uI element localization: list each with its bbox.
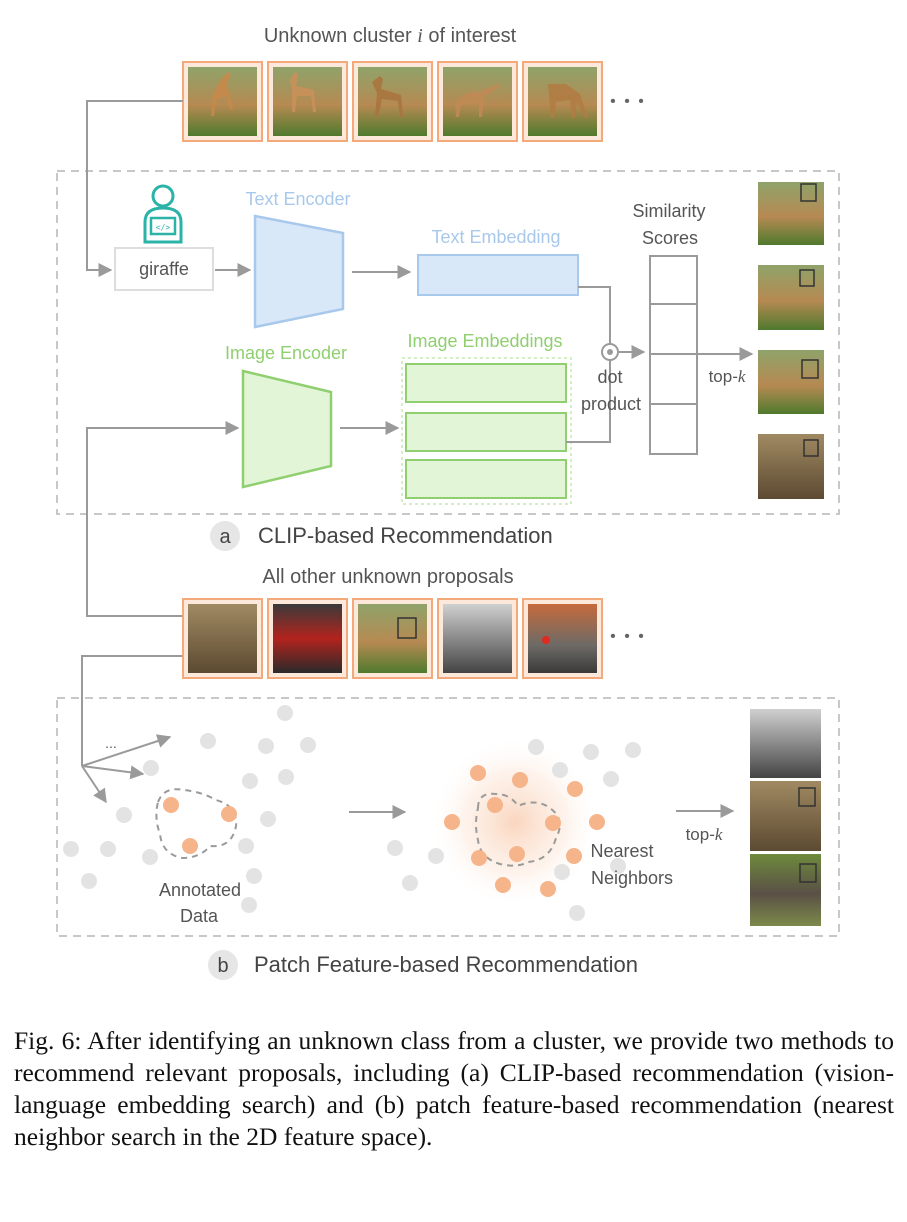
- results-b-thumbnails: [750, 709, 821, 926]
- cluster-title: Unknown cluster i of interest: [264, 25, 517, 47]
- neighbors-label: Neighbors: [591, 868, 673, 888]
- proposal-thumb: [352, 598, 433, 679]
- text-embedding-to-dot-line: [578, 286, 611, 343]
- similarity-label: Similarity: [632, 201, 705, 221]
- result-thumb: [758, 182, 824, 245]
- topk-a-label: top-k: [709, 367, 746, 386]
- product-label: product: [581, 394, 641, 414]
- proposal-thumb: [267, 598, 348, 679]
- text-encoder-trapezoid: [253, 214, 345, 329]
- dot-label: dot: [597, 367, 622, 387]
- proposal-thumbnails: [182, 598, 603, 679]
- text-embedding-box: [417, 254, 579, 296]
- section-b-title: Patch Feature-based Recommendation: [254, 952, 638, 977]
- similarity-scores-column: [649, 255, 698, 455]
- text-encoder-label: Text Encoder: [245, 189, 350, 209]
- neighbor-boundary: [475, 792, 561, 867]
- image-embeddings-group: [401, 357, 572, 505]
- cluster-more-ellipsis: • • •: [610, 93, 646, 110]
- image-embedding-row: [405, 363, 567, 403]
- annotated-point: [182, 838, 198, 854]
- proposal-thumb: [437, 598, 518, 679]
- cluster-thumbnails: [182, 61, 603, 142]
- section-a-title: CLIP-based Recommendation: [258, 523, 553, 548]
- user-coder-icon: </>: [143, 184, 183, 244]
- cluster-thumb: [522, 61, 603, 142]
- image-embedding-row: [405, 459, 567, 499]
- result-thumb: [750, 709, 821, 778]
- cluster-thumb: [352, 61, 433, 142]
- recommendation-diagram: Unknown cluster i of interest • •: [56, 25, 840, 980]
- figure-caption: Fig. 6: After identifying an unknown cla…: [14, 1026, 894, 1151]
- proposals-to-image-encoder-arrow: [86, 421, 240, 617]
- result-thumb: [758, 434, 824, 499]
- annotated-point: [163, 797, 179, 813]
- cluster-to-query-arrow: [86, 100, 183, 277]
- image-embeddings-label: Image Embeddings: [407, 331, 562, 351]
- scores-label: Scores: [642, 228, 698, 248]
- cluster-thumb: [267, 61, 348, 142]
- section-a-badge: [210, 521, 240, 551]
- proposals-to-feature-space-line: [81, 655, 183, 766]
- result-thumb: [758, 265, 824, 330]
- feature-space-left: [63, 705, 316, 913]
- cluster-thumb: [437, 61, 518, 142]
- text-embedding-label: Text Embedding: [431, 227, 560, 247]
- image-encoder-label: Image Encoder: [225, 343, 347, 363]
- neighbor-glow: [429, 736, 601, 908]
- section-a-frame: [56, 170, 840, 515]
- dot-product-icon: [601, 343, 619, 361]
- section-a-letter: a: [219, 526, 231, 548]
- image-encoder-trapezoid: [241, 369, 333, 489]
- cluster-thumb: [182, 61, 263, 142]
- result-thumb: [758, 350, 824, 414]
- nearest-label: Nearest: [590, 841, 653, 861]
- proposal-thumb: [522, 598, 603, 679]
- projection-arrows: [81, 734, 172, 804]
- result-thumb: [750, 854, 821, 926]
- image-embeddings-to-dot-line: [566, 361, 611, 443]
- proposals-more-ellipsis: • • •: [610, 628, 646, 645]
- topk-b-label: top-k: [686, 825, 723, 844]
- projection-ellipsis: ...: [105, 735, 117, 751]
- proposal-thumb: [182, 598, 263, 679]
- annotated-point: [221, 806, 237, 822]
- image-embedding-row: [405, 412, 567, 452]
- results-a-thumbnails: [758, 182, 824, 499]
- annotated-label: Annotated: [159, 880, 241, 900]
- feature-space-right: [387, 739, 641, 921]
- section-b-badge: [208, 950, 238, 980]
- query-text: giraffe: [139, 259, 189, 279]
- neighbor-points: [444, 765, 605, 897]
- result-thumb: [750, 781, 821, 851]
- section-b-frame: [56, 697, 840, 937]
- svg-text:</>: </>: [156, 223, 171, 232]
- data-label: Data: [180, 906, 219, 926]
- annotated-boundary: [155, 788, 238, 860]
- query-box: [114, 247, 214, 291]
- proposals-title: All other unknown proposals: [262, 566, 513, 588]
- section-b-letter: b: [217, 955, 228, 977]
